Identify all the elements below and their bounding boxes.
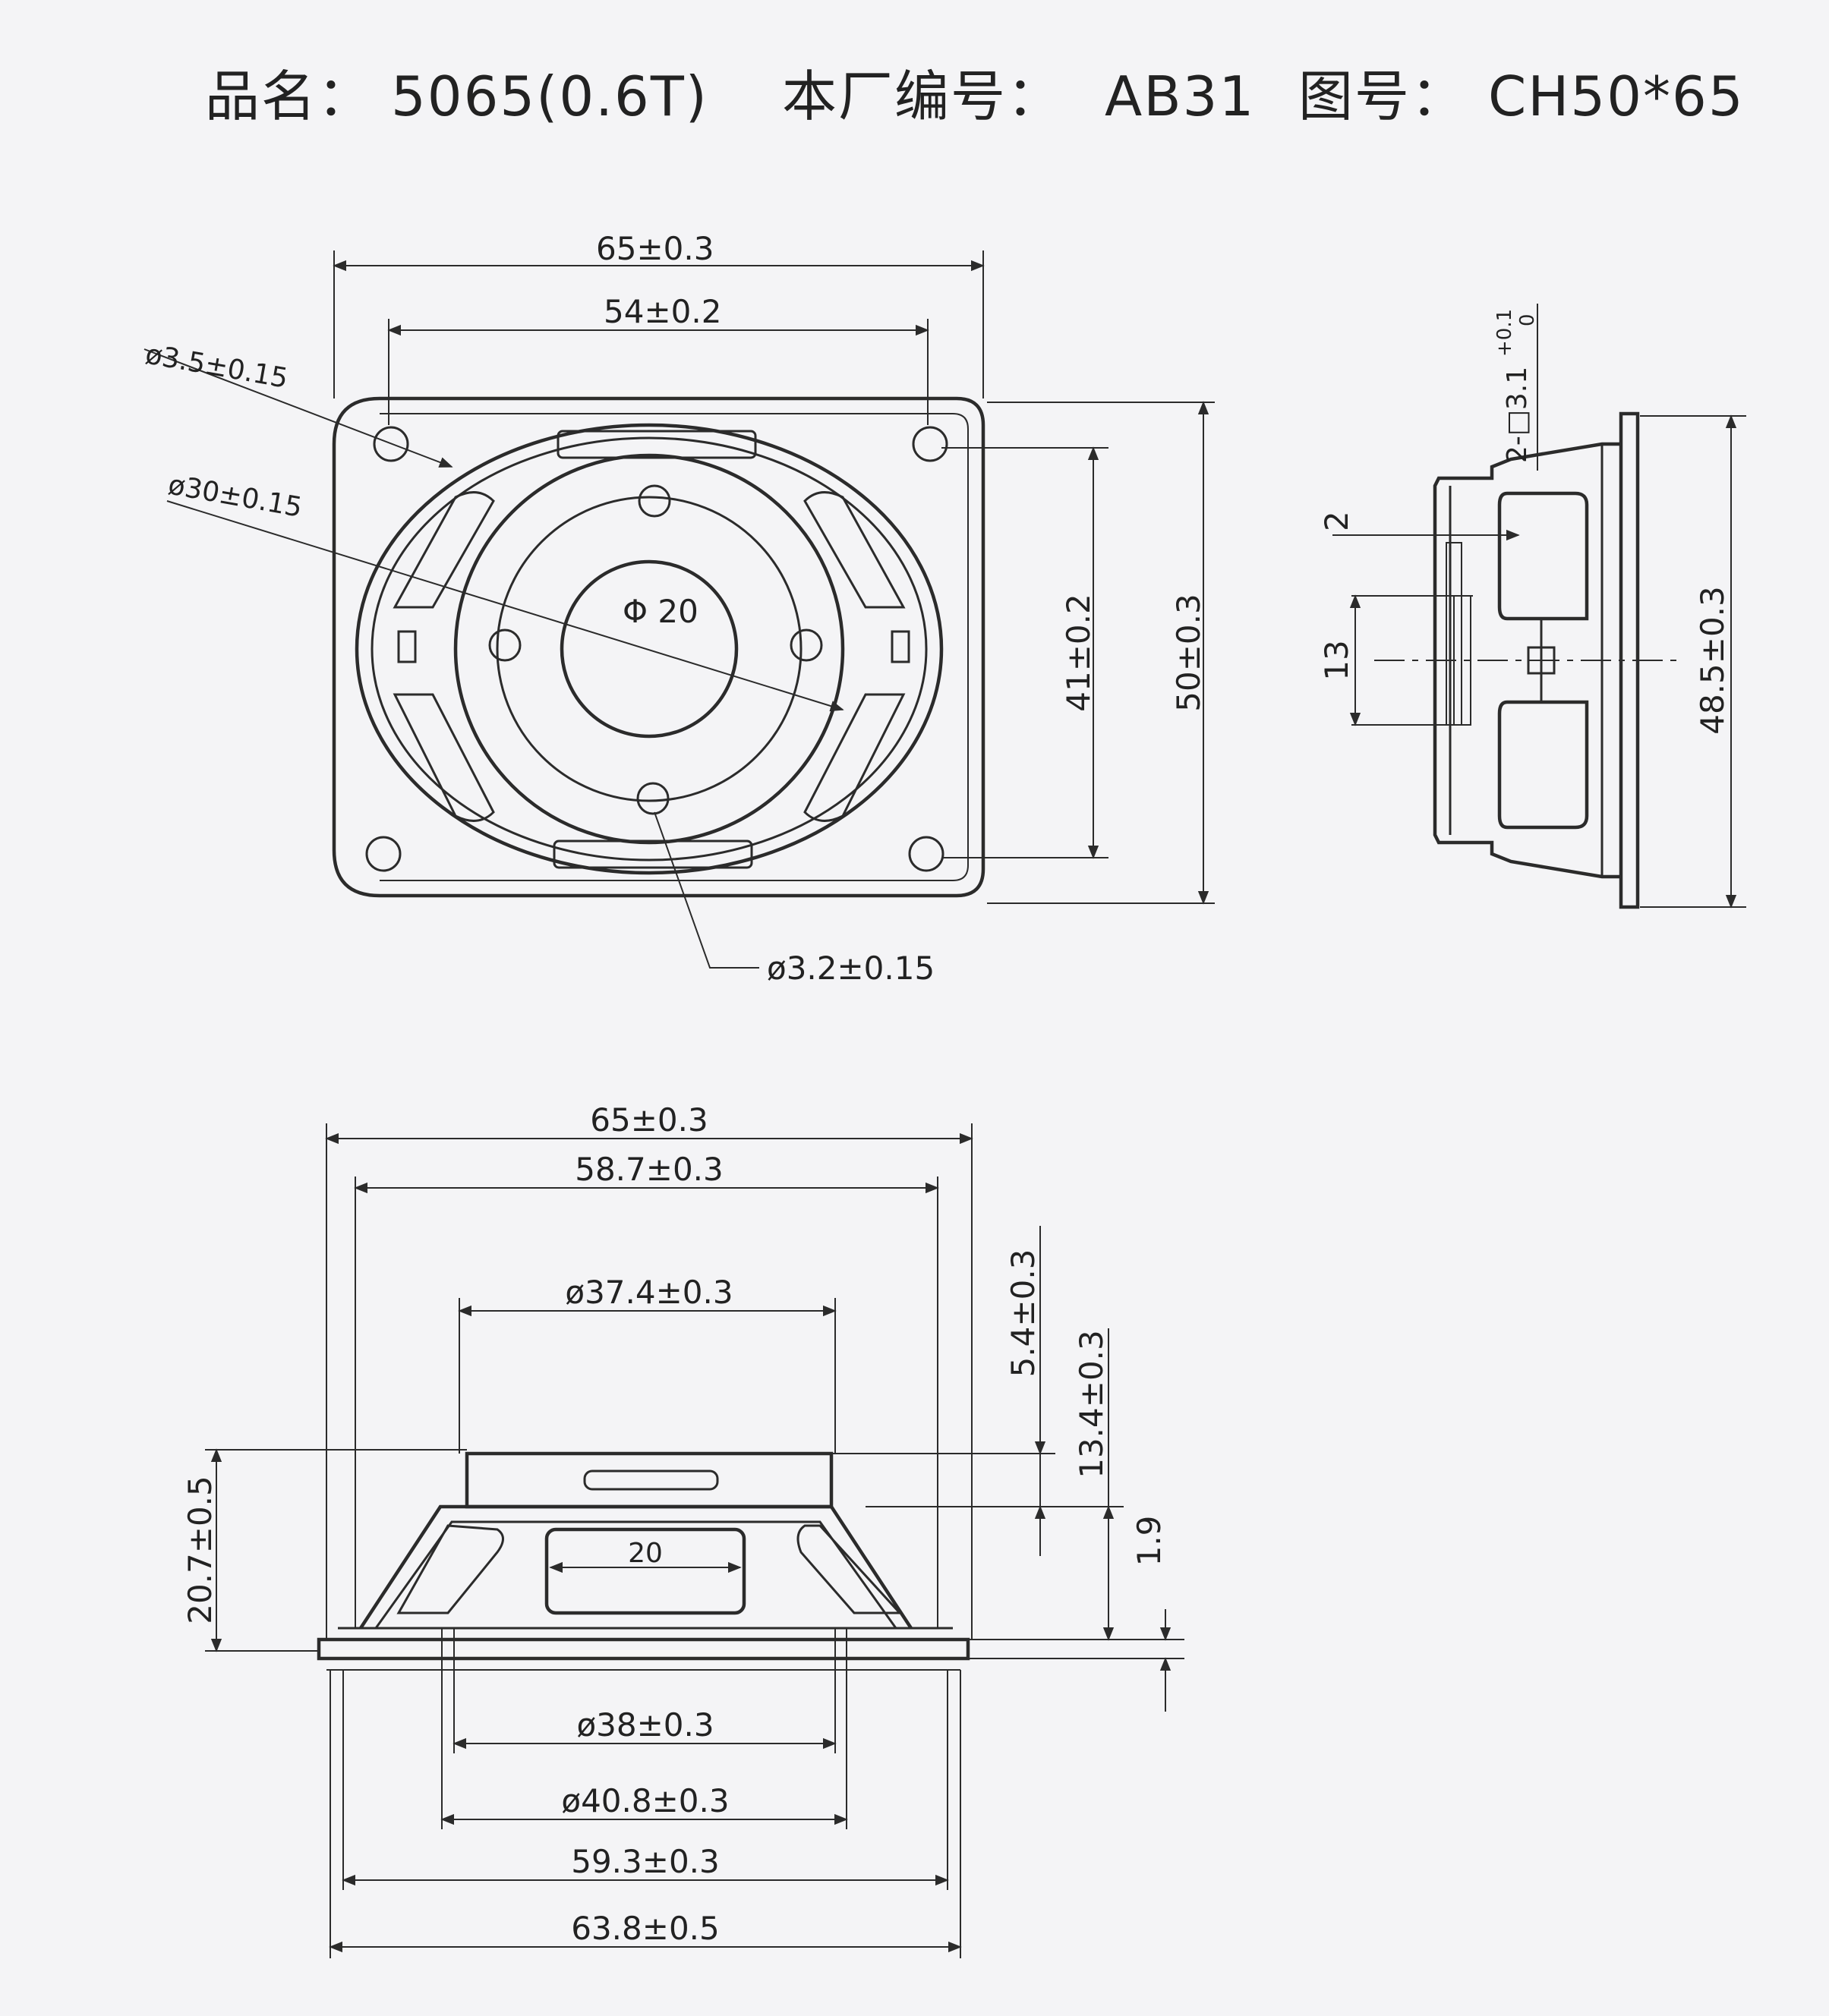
section-window-right xyxy=(796,1524,903,1614)
basket-rim xyxy=(371,436,928,862)
factory-value: AB31 xyxy=(1105,65,1255,128)
dim-dia-38: ø38±0.3 xyxy=(576,1706,714,1744)
tol-bottom: 0 xyxy=(1516,313,1539,326)
window-left-bottom xyxy=(393,693,495,822)
tol-top: +0.1 xyxy=(1493,309,1516,357)
section-magnet xyxy=(544,1527,746,1615)
dim-height-mid: 13.4±0.3 xyxy=(1073,1330,1110,1479)
dim-top-diameter: ø37.4±0.3 xyxy=(565,1274,733,1311)
dim-side-height: 48.5±0.3 xyxy=(1694,586,1731,735)
dim-hole-spacing-h: 54±0.2 xyxy=(604,293,721,330)
section-flange xyxy=(317,1637,970,1661)
side-window-top xyxy=(1497,491,1589,621)
section-window-left xyxy=(396,1524,504,1614)
corner-hole-tl xyxy=(373,426,409,462)
section-view: 20 65±0.3 58.7±0.3 ø37.4±0.3 20.7±0.5 5.… xyxy=(181,1101,1184,1958)
magnet-circle xyxy=(560,559,739,739)
drawing-label: 图号： xyxy=(1298,65,1467,128)
corner-hole-br xyxy=(908,836,944,872)
small-slot-left xyxy=(397,630,417,663)
leader-small-hole xyxy=(654,811,759,969)
side-view: 48.5±0.3 13 2 2-□3.1 +0.1 0 xyxy=(1318,304,1746,909)
leader-corner-hole xyxy=(143,348,453,468)
inner-circle xyxy=(496,496,803,802)
window-right-top xyxy=(803,491,906,609)
window-left-top xyxy=(393,491,495,609)
dim-dia-40-8: ø40.8±0.3 xyxy=(561,1782,729,1819)
title-block: 品名： 5065(0.6T) 本厂编号： AB31 图号： CH50*65 xyxy=(205,65,1745,128)
frame-inner-edge xyxy=(380,413,969,881)
dim-width-63-8: 63.8±0.5 xyxy=(571,1910,720,1947)
dim-hole-spacing-v: 41±0.2 xyxy=(1060,594,1097,711)
section-top-cap xyxy=(465,1451,834,1509)
dim-height-outer: 50±0.3 xyxy=(1170,594,1207,711)
cone-outer-circle xyxy=(453,453,845,845)
side-window-bottom xyxy=(1497,700,1589,830)
section-top-slot xyxy=(583,1469,719,1491)
window-right-bottom xyxy=(803,693,906,822)
section-basket-inner xyxy=(374,1520,897,1629)
factory-label: 本厂编号： xyxy=(782,65,1063,128)
small-hole-bottom xyxy=(636,782,670,815)
slot-bottom xyxy=(553,839,753,869)
product-value: 5065(0.6T) xyxy=(391,65,708,128)
small-hole-top xyxy=(638,484,671,518)
small-hole-left xyxy=(488,628,522,662)
dim-magnet-width: 20 xyxy=(628,1538,663,1569)
dim-section-width-inner: 58.7±0.3 xyxy=(575,1151,724,1188)
dim-corner-hole: ø3.5±0.15 xyxy=(143,339,290,394)
slot-top xyxy=(557,430,757,459)
corner-hole-bl xyxy=(365,836,402,872)
magnet-label: Φ 20 xyxy=(623,593,698,630)
dim-flange: 1.9 xyxy=(1131,1516,1168,1567)
small-slot-right xyxy=(891,630,910,663)
dim-small-hole: ø3.2±0.15 xyxy=(767,950,935,987)
basket-outer xyxy=(355,423,944,875)
dim-inner-circle: ø30±0.15 xyxy=(166,469,304,523)
dim-section-width-outer: 65±0.3 xyxy=(590,1101,708,1139)
small-hole-right xyxy=(790,628,823,662)
dim-square: 2-□3.1 xyxy=(1502,367,1533,463)
drawing-value: CH50*65 xyxy=(1488,65,1745,128)
corner-hole-tr xyxy=(912,426,948,462)
frame-outline xyxy=(332,396,985,898)
front-view: Φ 20 65±0.3 54±0.2 ø3.5±0.15 ø30±0.15 ø3… xyxy=(143,230,1215,987)
product-label: 品名： xyxy=(205,65,374,128)
leader-inner-circle xyxy=(166,500,844,712)
dim-width-59-3: 59.3±0.3 xyxy=(571,1843,720,1880)
dim-width-outer: 65±0.3 xyxy=(596,230,714,267)
dim-height-top: 5.4±0.3 xyxy=(1004,1249,1042,1378)
dim-total-height: 20.7±0.5 xyxy=(181,1476,219,1624)
dim-13: 13 xyxy=(1318,640,1355,680)
dim-2: 2 xyxy=(1318,511,1355,531)
